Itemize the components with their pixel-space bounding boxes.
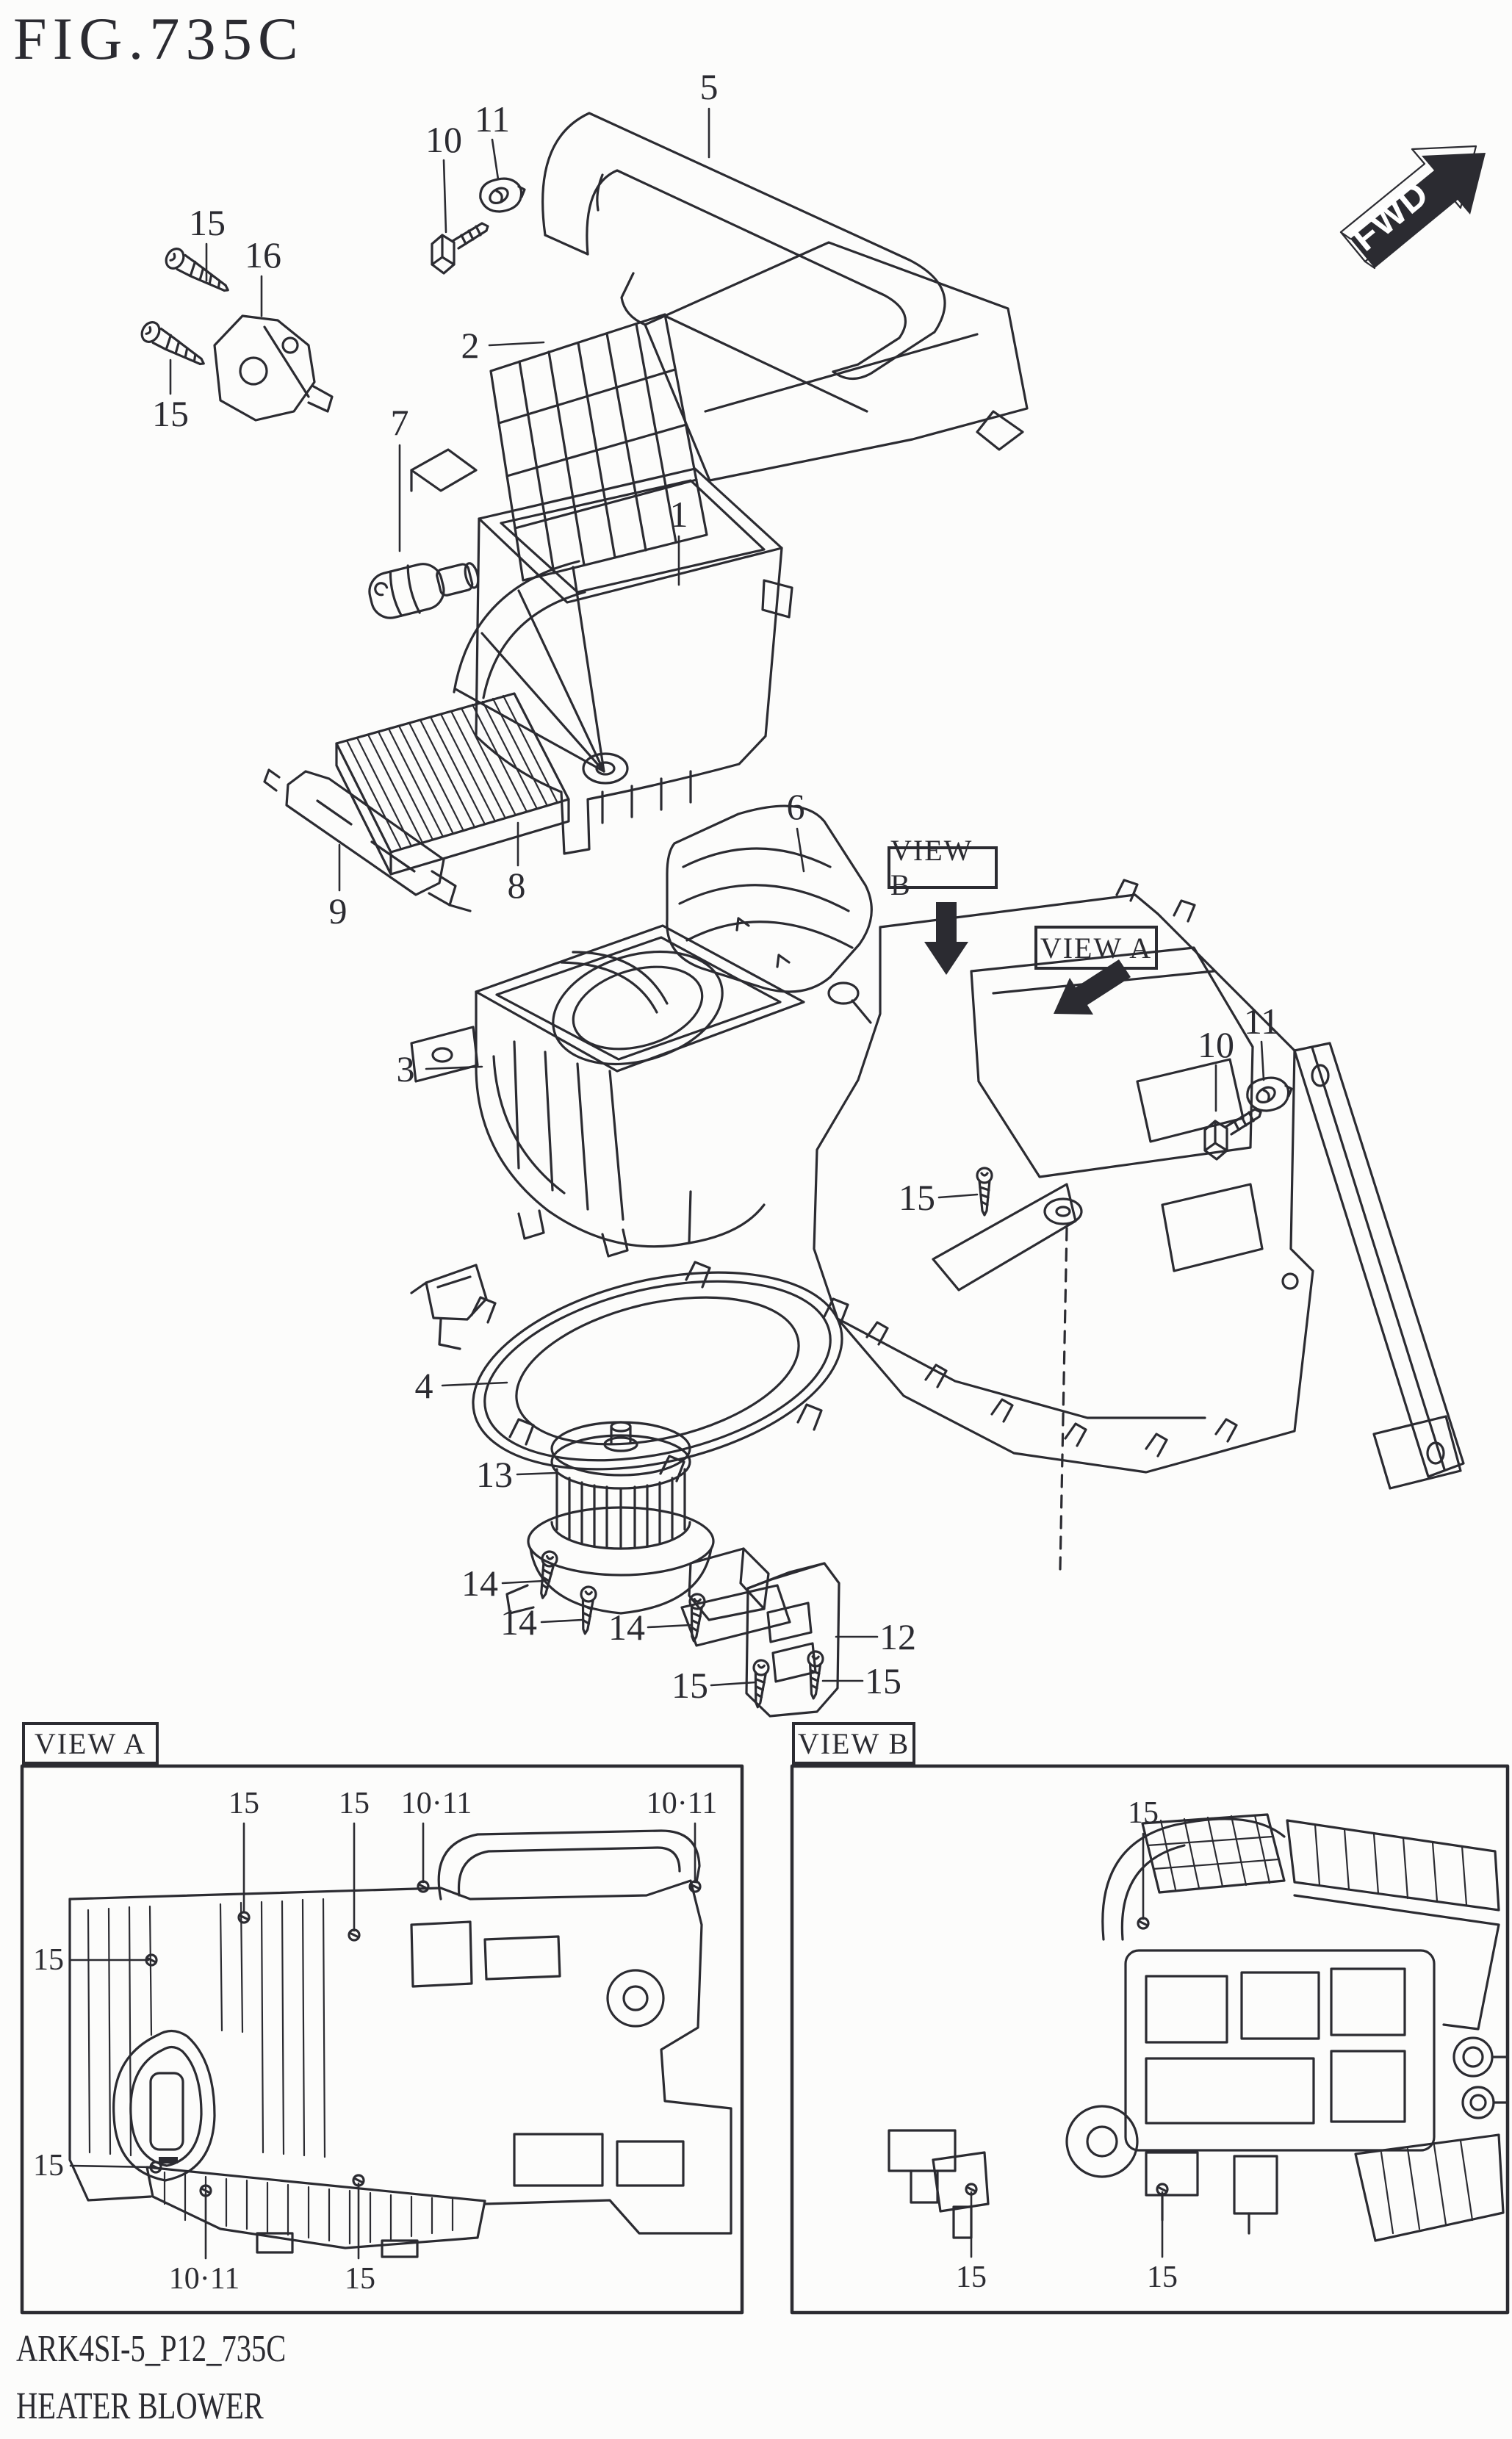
view-a-panel-title: VIEW A bbox=[22, 1722, 159, 1765]
callout-12: 12 bbox=[879, 1616, 916, 1657]
leader-line bbox=[796, 827, 805, 873]
callout-15: 15 bbox=[152, 393, 189, 434]
view-a-drawing bbox=[68, 1829, 732, 2258]
leader-line bbox=[540, 1618, 583, 1624]
callout-8: 8 bbox=[507, 865, 526, 906]
view-a-tag: VIEW A bbox=[1034, 926, 1158, 970]
callout-5: 5 bbox=[699, 66, 719, 107]
screw-15-mid bbox=[976, 1167, 993, 1217]
callout-6: 6 bbox=[786, 786, 805, 827]
part-5-inlet-duct bbox=[541, 112, 946, 381]
part-6-duct bbox=[666, 804, 873, 1024]
view-b-tag: VIEW B bbox=[888, 834, 998, 901]
callout-10·11: 10·11 bbox=[646, 1787, 718, 1820]
callout-14: 14 bbox=[461, 1563, 498, 1604]
leader-line bbox=[488, 341, 545, 347]
callout-15: 15 bbox=[228, 1787, 259, 1820]
grommet-11-right bbox=[1246, 1076, 1293, 1112]
callout-15: 15 bbox=[899, 1177, 935, 1218]
callout-14: 14 bbox=[608, 1607, 645, 1648]
part-12-resistor bbox=[745, 1562, 840, 1718]
view-a-panel-frame bbox=[20, 1764, 744, 2315]
figure-code: ARK4SI-5_P12_735C bbox=[16, 2328, 287, 2370]
screw-15-a bbox=[161, 244, 235, 300]
callout-1: 1 bbox=[669, 494, 688, 535]
leader-line bbox=[501, 1579, 545, 1585]
callout-3: 3 bbox=[396, 1048, 415, 1089]
screw-15-b bbox=[137, 317, 211, 373]
screw-14-c bbox=[685, 1592, 707, 1643]
callout-15: 15 bbox=[189, 202, 226, 243]
callout-15: 15 bbox=[865, 1660, 901, 1701]
callout-10: 10 bbox=[1198, 1024, 1234, 1065]
lower-housing-assembly bbox=[813, 879, 1465, 1571]
view-b-drawing bbox=[888, 1813, 1508, 2242]
callout-15: 15 bbox=[956, 2260, 987, 2294]
callout-13: 13 bbox=[476, 1454, 513, 1495]
figure-caption: HEATER BLOWER bbox=[16, 2385, 264, 2427]
figure-title: FIG.735C bbox=[13, 5, 304, 72]
part-3-blower-lower-case bbox=[410, 924, 805, 1258]
part-7-sensor bbox=[368, 562, 480, 619]
callout-15: 15 bbox=[33, 1943, 64, 1977]
callout-11: 11 bbox=[474, 98, 511, 140]
callout-7: 7 bbox=[390, 402, 409, 443]
part-4-seal-ring bbox=[410, 1261, 849, 1483]
part-8-cabin-filter bbox=[335, 692, 570, 876]
leader-line bbox=[491, 138, 500, 181]
leader-line bbox=[516, 1471, 557, 1476]
callout-15: 15 bbox=[1128, 1796, 1159, 1830]
leader-line bbox=[647, 1624, 692, 1629]
callout-14: 14 bbox=[500, 1602, 537, 1643]
leader-lines bbox=[69, 107, 1265, 2260]
callout-15: 15 bbox=[1147, 2260, 1178, 2294]
part-16-actuator-bracket bbox=[213, 314, 334, 422]
screw-14-b bbox=[576, 1585, 598, 1636]
callout-16: 16 bbox=[245, 234, 281, 275]
part-2-upper-case-grille bbox=[489, 241, 1029, 582]
view-b-panel-title: VIEW B bbox=[792, 1722, 915, 1765]
part-1-blower-upper-case bbox=[410, 448, 793, 855]
callout-11: 11 bbox=[1243, 1001, 1280, 1042]
bolt-10-top bbox=[431, 222, 489, 275]
callout-10·11: 10·11 bbox=[400, 1787, 472, 1820]
grommet-11-top bbox=[479, 177, 526, 213]
view-a-direction-arrow bbox=[1054, 959, 1131, 1015]
callout-10: 10 bbox=[425, 119, 462, 160]
leader-line bbox=[441, 1381, 508, 1387]
leader-line bbox=[442, 159, 447, 234]
leader-line bbox=[710, 1681, 757, 1687]
callout-2: 2 bbox=[461, 325, 480, 366]
view-b-panel-frame bbox=[790, 1764, 1510, 2315]
callout-15: 15 bbox=[672, 1665, 708, 1706]
fwd-arrow: FWD bbox=[1339, 145, 1486, 270]
callout-4: 4 bbox=[414, 1365, 433, 1406]
part-9-filter-cover bbox=[263, 768, 472, 912]
leader-line bbox=[937, 1193, 979, 1199]
leader-line bbox=[425, 1065, 483, 1070]
callout-15: 15 bbox=[339, 1787, 370, 1820]
callout-10·11: 10·11 bbox=[168, 2262, 240, 2296]
callout-15: 15 bbox=[345, 2262, 375, 2296]
callout-15: 15 bbox=[33, 2149, 64, 2183]
part-13-blower-motor bbox=[505, 1421, 791, 1647]
callout-9: 9 bbox=[328, 890, 348, 932]
leader-line bbox=[1260, 1040, 1265, 1081]
view-b-direction-arrow bbox=[924, 902, 968, 975]
leader-line bbox=[69, 2164, 154, 2169]
